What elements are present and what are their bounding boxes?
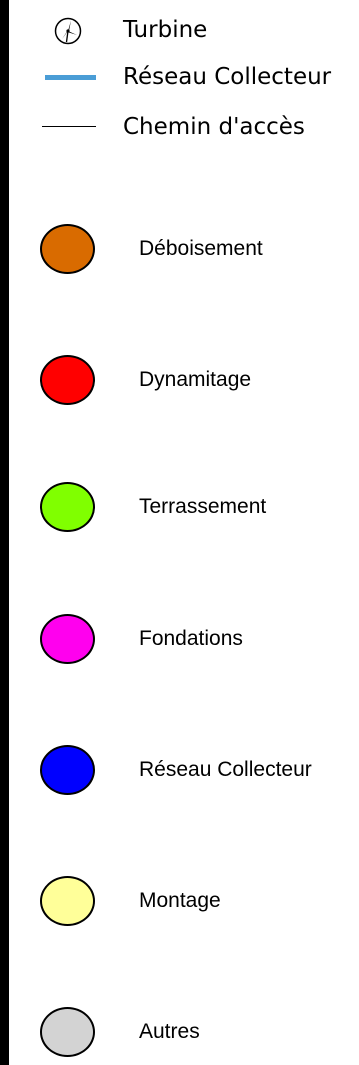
- deboisement-label: Déboisement: [139, 237, 263, 260]
- montage-label: Montage: [139, 889, 221, 912]
- autres-label: Autres: [139, 1020, 200, 1043]
- wind-turbine-icon: [54, 17, 82, 45]
- fondations-label: Fondations: [139, 627, 243, 650]
- reseau-collecteur-swatch: [40, 745, 95, 795]
- autres-swatch: [40, 1007, 95, 1057]
- collector-network-line: [45, 75, 96, 80]
- collector-network-label: Réseau Collecteur: [123, 64, 332, 90]
- turbine-label: Turbine: [123, 17, 208, 43]
- terrassement-swatch: [40, 482, 95, 532]
- dynamitage-label: Dynamitage: [139, 368, 252, 391]
- reseau-collecteur-label: Réseau Collecteur: [139, 758, 312, 781]
- fondations-swatch: [40, 614, 95, 664]
- left-border: [0, 0, 9, 1065]
- dynamitage-swatch: [40, 355, 95, 405]
- deboisement-swatch: [40, 224, 95, 274]
- terrassement-label: Terrassement: [139, 495, 267, 518]
- access-path-label: Chemin d'accès: [123, 114, 305, 140]
- montage-swatch: [40, 876, 95, 926]
- access-path-line: [42, 126, 96, 127]
